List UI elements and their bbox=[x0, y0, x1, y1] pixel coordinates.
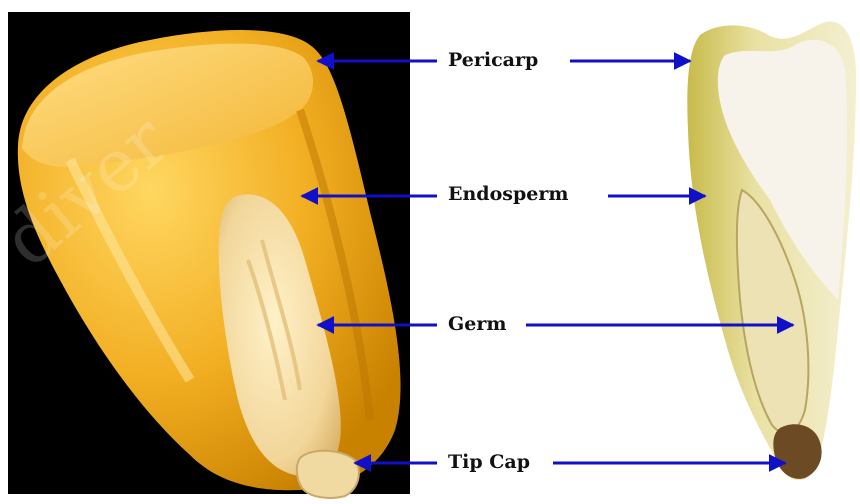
label-endosperm: Endosperm bbox=[448, 183, 568, 205]
label-pericarp: Pericarp bbox=[448, 49, 538, 71]
label-tip-cap: Tip Cap bbox=[448, 451, 530, 473]
tip-cap-cross-section bbox=[773, 424, 821, 479]
kernel-cross-section-photo bbox=[687, 22, 856, 481]
tip-cap-shape bbox=[297, 451, 359, 498]
label-germ: Germ bbox=[448, 313, 506, 335]
